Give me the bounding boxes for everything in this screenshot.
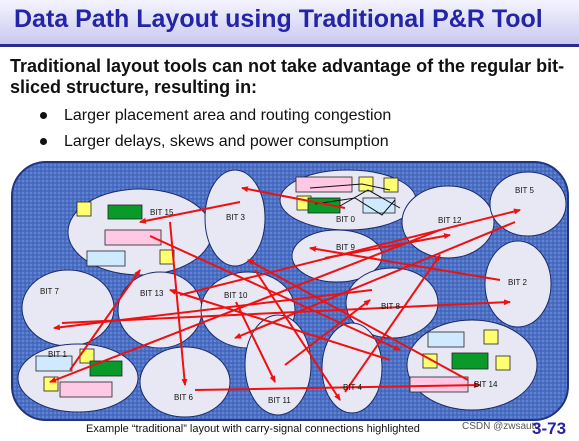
cell-blue: [86, 250, 126, 267]
carry-arrow: [234, 221, 516, 339]
bullet-dot-icon: [40, 112, 47, 119]
cell-green: [107, 204, 143, 220]
cell-yellow: [383, 177, 399, 193]
bit-11-region: [244, 314, 312, 416]
carry-arrow: [139, 201, 241, 224]
bit-label: BIT 6: [174, 393, 194, 402]
bullet-text: Larger delays, skews and power consumpti…: [64, 133, 389, 150]
cell-green: [451, 352, 489, 370]
carry-arrow: [254, 269, 341, 401]
layout-diagram: BIT 15 BIT 3 BIT 0 BIT 12 BIT 5 BIT 9 BI…: [11, 161, 569, 421]
bit-label: BIT 10: [224, 291, 248, 300]
bullet-dot-icon: [40, 138, 47, 145]
slide-title: Data Path Layout using Traditional P&R T…: [14, 5, 543, 33]
cell-green: [89, 360, 123, 377]
bullet-item: Larger placement area and routing conges…: [40, 106, 391, 132]
bullet-list: Larger placement area and routing conges…: [40, 106, 391, 158]
bit-label: BIT 5: [515, 186, 535, 195]
cell-pink: [295, 176, 353, 193]
cell-pink: [104, 229, 162, 246]
bit-2-region: [484, 240, 552, 328]
carry-arrow: [284, 299, 371, 366]
carry-arrow: [241, 186, 346, 209]
bit-label: BIT 9: [336, 243, 356, 252]
carry-arrow: [169, 288, 391, 361]
bit-label: BIT 4: [343, 383, 363, 392]
bit-label: BIT 2: [508, 278, 528, 287]
local-wire: [314, 197, 396, 216]
cell-blue: [427, 331, 465, 348]
cell-yellow: [76, 201, 92, 217]
cell-pink: [59, 381, 113, 398]
carry-arrow: [324, 233, 451, 259]
slide-heading: Traditional layout tools can not take ad…: [10, 56, 565, 97]
bit-5-region: [489, 171, 567, 237]
bit-label: BIT 3: [226, 213, 246, 222]
cell-blue: [35, 355, 73, 372]
bit-label: BIT 0: [336, 215, 356, 224]
carry-arrow: [61, 299, 511, 324]
title-bar: Data Path Layout using Traditional P&R T…: [0, 0, 579, 47]
carry-arrow: [344, 254, 441, 393]
figure-caption: Example “traditional” layout with carry-…: [86, 423, 420, 435]
bit-label: BIT 7: [40, 287, 60, 296]
local-wire: [309, 183, 391, 191]
bullet-item: Larger delays, skews and power consumpti…: [40, 132, 391, 158]
cell-yellow: [483, 329, 499, 345]
bit-label: BIT 8: [381, 302, 401, 311]
local-wire: [339, 189, 401, 209]
carry-arrow: [194, 382, 481, 391]
bit-label: BIT 13: [140, 289, 164, 298]
bit-7-region: [21, 269, 115, 347]
watermark: CSDN @zwsauto: [462, 421, 540, 432]
carry-arrow: [69, 269, 141, 371]
bit-label: BIT 1: [48, 350, 68, 359]
page-number: 3-73: [532, 419, 567, 438]
bit-label: BIT 11: [268, 396, 291, 405]
carry-arrow: [169, 221, 188, 386]
bit-3-region: [204, 169, 266, 267]
bit-label: BIT 14: [474, 380, 498, 389]
carry-arrow: [247, 259, 469, 381]
carry-arrow: [309, 246, 501, 281]
bullet-text: Larger placement area and routing conges…: [64, 107, 392, 124]
bit-label: BIT 12: [438, 216, 462, 225]
bit-4-region: [321, 322, 383, 414]
bit-label: BIT 15: [150, 208, 174, 217]
carry-arrow: [149, 235, 401, 351]
carry-arrow: [49, 229, 441, 383]
cell-yellow: [495, 355, 511, 371]
